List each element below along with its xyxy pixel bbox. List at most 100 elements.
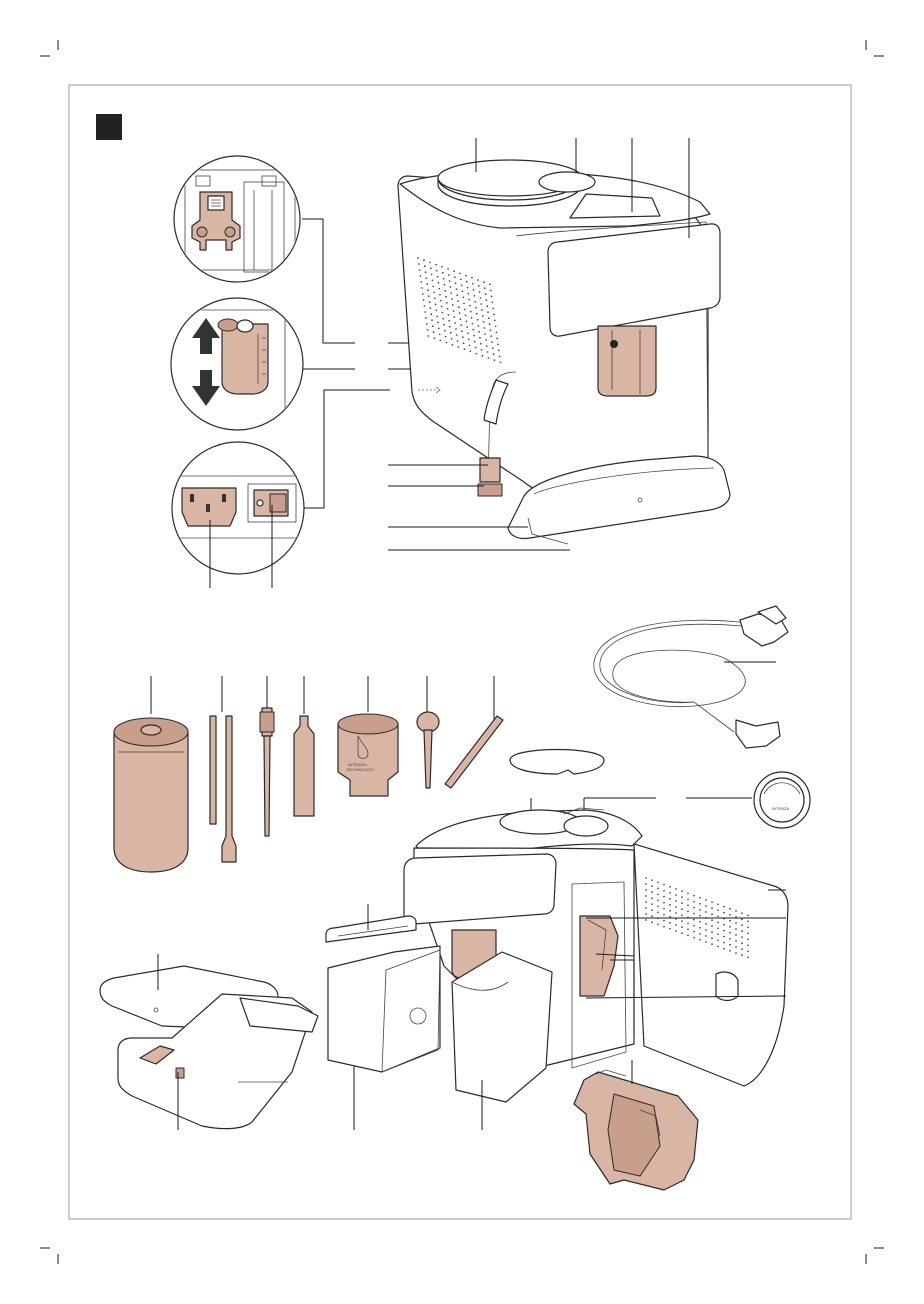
vent-hole [651,903,653,905]
vent-hole [448,314,450,316]
vent-hole [464,309,466,311]
vent-hole [711,931,713,933]
vent-hole [705,899,707,901]
vent-hole [466,321,468,323]
vent-hole [451,298,453,300]
vent-hole [699,909,701,911]
vent-hole [717,934,719,936]
vent-hole [481,309,483,311]
vent-hole [453,270,455,272]
vent-hole [717,940,719,942]
vent-hole [741,930,743,932]
vent-hole [687,911,689,913]
vent-hole [717,910,719,912]
vent-hole [741,918,743,920]
vent-hole [717,916,719,918]
vent-hole [486,345,488,347]
vent-hole [489,284,491,286]
vent-hole [435,264,437,266]
section-marker-square [96,114,122,140]
vent-hole [427,289,429,291]
vent-hole [463,303,465,305]
vent-hole [469,345,471,347]
detail-circle-brew-unit-move [171,298,303,430]
vent-hole [681,926,683,928]
vent-hole [699,921,701,923]
vent-hole [436,310,438,312]
vent-hole [424,311,426,313]
cleaning-tools [210,708,314,862]
vent-hole [471,317,473,319]
vent-hole [438,328,440,330]
vent-hole [457,340,459,342]
vent-hole [454,322,456,324]
vent-hole [458,346,460,348]
vent-hole [437,276,439,278]
vent-hole [423,259,425,261]
vent-hole [488,317,490,319]
vent-hole [454,316,456,318]
vent-hole [492,347,494,349]
vent-hole [455,282,457,284]
vent-hole [675,894,677,896]
vent-hole [645,883,647,885]
vent-hole [441,266,443,268]
vent-hole [467,333,469,335]
vent-hole [472,323,474,325]
vent-hole [741,954,743,956]
vent-hole [482,355,484,357]
vent-hole [657,924,659,926]
vent-hole [464,348,466,350]
vent-hole [465,275,467,277]
vent-hole [645,895,647,897]
vent-hole [663,896,665,898]
vent-hole [432,280,434,282]
vent-hole [440,300,442,302]
vent-hole [477,319,479,321]
vent-hole [663,890,665,892]
measuring-spoon [417,712,439,788]
vent-hole [470,311,472,313]
vent-hole [452,344,454,346]
vent-hole [448,274,450,276]
vent-hole [663,908,665,910]
vent-hole [711,913,713,915]
vent-hole [669,892,671,894]
detail-circle-power-socket [172,442,304,574]
vent-hole [467,287,469,289]
vent-hole [424,305,426,307]
vent-hole [723,942,725,944]
vent-hole [476,313,478,315]
vent-hole [441,306,443,308]
vent-hole [431,319,433,321]
vent-hole [462,291,464,293]
leader-circle1 [302,219,355,343]
vent-hole [439,294,441,296]
vent-hole [711,925,713,927]
vent-hole [675,912,677,914]
vent-hole [705,929,707,931]
vent-hole [445,296,447,298]
vent-hole [681,896,683,898]
vent-hole [430,268,432,270]
vent-hole [687,893,689,895]
vent-hole [651,921,653,923]
vent-hole [448,320,450,322]
vent-hole [442,272,444,274]
vent-hole [747,939,749,941]
vent-hole [461,285,463,287]
vent-hole [493,314,495,316]
vent-hole [717,922,719,924]
vent-hole [741,924,743,926]
vent-hole [657,900,659,902]
vent-hole [717,946,719,948]
vent-hole [729,914,731,916]
vent-hole [669,904,671,906]
vent-hole [433,331,435,333]
brewing-unit [574,1070,698,1190]
vent-hole [500,362,502,364]
vent-hole [663,926,665,928]
vent-hole [741,936,743,938]
vent-hole [693,937,695,939]
